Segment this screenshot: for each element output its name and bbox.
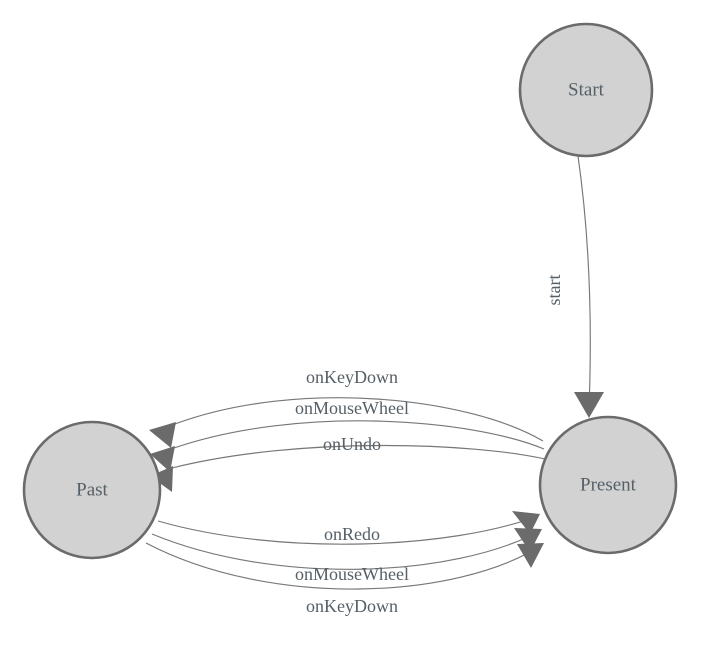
arrowhead-icon xyxy=(574,392,604,418)
node-past[interactable]: Past xyxy=(22,420,162,560)
node-past-label: Past xyxy=(76,480,108,501)
edge-present-to-past-onkeydown[interactable] xyxy=(149,397,544,448)
arrowhead-icon xyxy=(517,543,544,568)
arrowhead-icon xyxy=(150,466,173,492)
edge-path xyxy=(157,515,539,545)
edge-path xyxy=(145,542,543,590)
node-past-circle xyxy=(22,420,162,560)
node-start-circle xyxy=(518,22,654,158)
edge-label-past-present-onmousewheel: onMouseWheel xyxy=(295,564,409,584)
node-present[interactable]: Present xyxy=(538,415,678,555)
arrowhead-icon xyxy=(514,528,542,552)
edge-past-to-present-onredo[interactable] xyxy=(157,511,540,545)
arrowhead-icon xyxy=(512,511,540,534)
edge-present-to-past-onmousewheel[interactable] xyxy=(150,420,545,472)
edge-path xyxy=(171,444,546,469)
edge-present-to-past-onundo[interactable] xyxy=(150,444,546,492)
edge-path xyxy=(577,155,591,409)
node-start[interactable]: Start xyxy=(518,22,654,158)
edge-path xyxy=(174,397,544,442)
edge-path xyxy=(151,530,541,570)
edge-label-present-past-onundo: onUndo xyxy=(323,434,381,454)
edge-past-to-present-onmousewheel[interactable] xyxy=(151,528,542,570)
arrowhead-icon xyxy=(149,422,176,448)
edge-label-past-present-onkeydown: onKeyDown xyxy=(306,596,398,616)
edge-label-present-past-onkeydown: onKeyDown xyxy=(306,367,398,387)
edge-label-start: start xyxy=(544,275,564,306)
edge-past-to-present-onkeydown[interactable] xyxy=(145,542,544,590)
edge-label-past-present-onredo: onRedo xyxy=(324,524,380,544)
edge-path xyxy=(173,420,545,450)
node-start-label: Start xyxy=(568,80,605,101)
node-present-label: Present xyxy=(580,475,637,496)
edge-label-present-past-onmousewheel: onMouseWheel xyxy=(295,398,409,418)
node-present-circle xyxy=(538,415,678,555)
edge-start-to-present[interactable] xyxy=(574,155,604,418)
arrowhead-icon xyxy=(150,446,175,472)
